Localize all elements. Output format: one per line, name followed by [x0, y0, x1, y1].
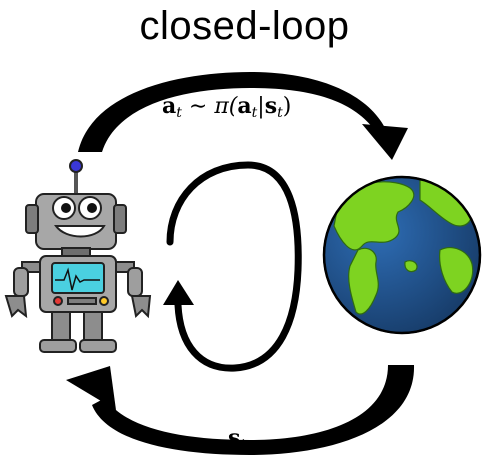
action-symbol-2: a — [237, 93, 252, 119]
robot-icon — [4, 159, 152, 353]
policy-symbol: π( — [214, 94, 238, 119]
diagram-title: closed-loop — [139, 4, 350, 48]
loop-arrow-icon — [163, 161, 302, 372]
observation-arrow-icon — [66, 365, 415, 455]
action-subscript: t — [176, 105, 182, 121]
state-subscript: t — [277, 105, 283, 121]
action-label: at ∼ π(at|st) — [162, 93, 291, 121]
action-arrow-icon — [78, 72, 408, 160]
action-subscript-2: t — [251, 105, 258, 121]
close-paren: ) — [282, 94, 292, 119]
action-symbol: a — [162, 93, 177, 119]
state-symbol: s — [264, 93, 278, 119]
tilde-symbol: ∼ — [181, 94, 215, 119]
conditional-bar: | — [257, 94, 265, 119]
earth-globe-icon — [322, 175, 482, 335]
